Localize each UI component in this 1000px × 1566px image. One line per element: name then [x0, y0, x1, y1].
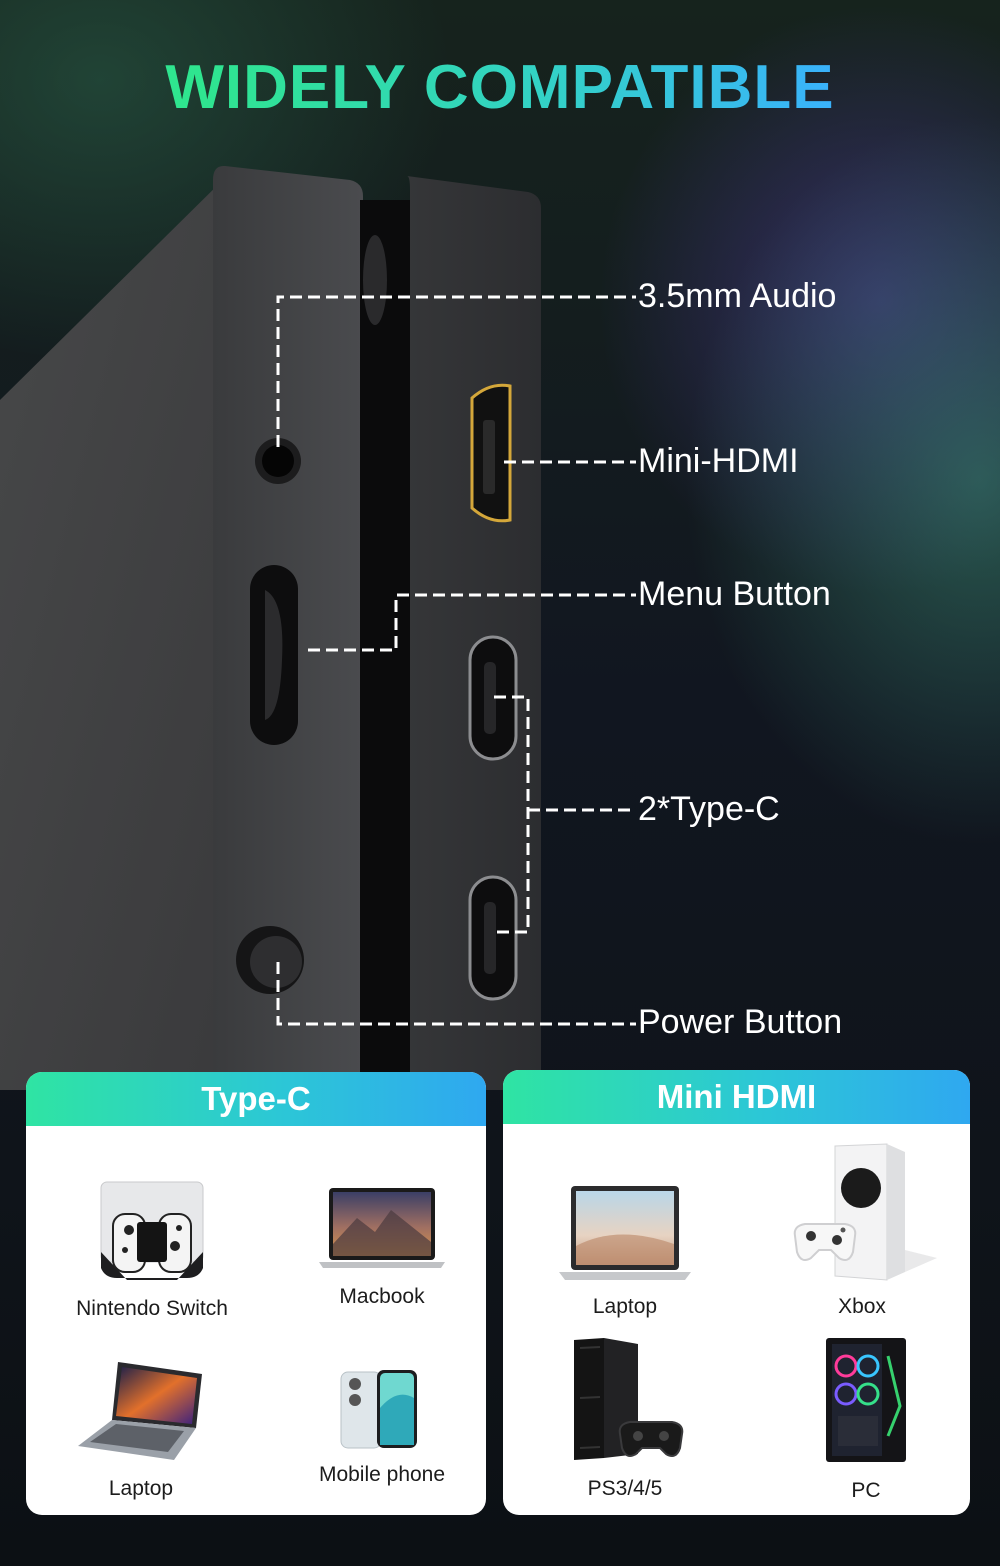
- port-label-type-c: 2*Type-C: [638, 790, 780, 828]
- device-name: Laptop: [108, 1477, 174, 1500]
- mini-hdmi-panel: Mini HDMI Laptop Xbox: [503, 1070, 970, 1515]
- device-name: PC: [851, 1479, 881, 1502]
- pc-tower-icon: [826, 1338, 906, 1462]
- device-name: PS3/4/5: [587, 1477, 663, 1500]
- port-label-menu-button: Menu Button: [638, 575, 831, 613]
- leader-lines: [276, 295, 636, 1026]
- xbox-icon: [793, 1143, 937, 1281]
- macbook-icon: [319, 1188, 445, 1268]
- port-label-mini-hdmi: Mini-HDMI: [638, 442, 799, 480]
- laptop-icon: [559, 1186, 691, 1280]
- leader-audio: [276, 295, 636, 447]
- device-name: Laptop: [592, 1295, 658, 1318]
- device-laptop-hdmi: Laptop: [515, 1184, 735, 1319]
- leader-menu: [308, 593, 636, 652]
- device-ps: PS3/4/5: [515, 1338, 735, 1501]
- device-laptop-typec: Laptop: [31, 1360, 251, 1501]
- monitor-back: [0, 168, 235, 1090]
- laptop-icon: [78, 1362, 202, 1460]
- device-pc: PC: [756, 1336, 970, 1503]
- power-button-shape: [236, 926, 304, 994]
- device-macbook: Macbook: [272, 1186, 486, 1309]
- device-name: Mobile phone: [318, 1463, 446, 1486]
- gap-shadow: [363, 235, 387, 325]
- port-label-audio: 3.5mm Audio: [638, 277, 837, 315]
- type-c-panel: Type-C Nintendo Switch Macbook: [26, 1072, 486, 1515]
- leader-typec: [494, 695, 636, 934]
- page-title: WIDELY COMPATIBLE: [0, 52, 1000, 123]
- port-label-power-button: Power Button: [638, 1003, 843, 1041]
- mini-hdmi-panel-header: Mini HDMI: [503, 1070, 970, 1124]
- type-c-panel-header: Type-C: [26, 1072, 486, 1126]
- type-c-port-2: [468, 875, 518, 1001]
- device-xbox: Xbox: [752, 1140, 970, 1319]
- device-mobile-phone: Mobile phone: [272, 1368, 486, 1487]
- audio-jack: [255, 438, 301, 484]
- device-name: Xbox: [838, 1295, 886, 1318]
- device-name: Macbook: [339, 1285, 425, 1308]
- switch-console-icon: [100, 1181, 204, 1280]
- monitor-side-illustration: [0, 165, 636, 1090]
- leader-power: [276, 962, 636, 1026]
- device-nintendo-switch: Nintendo Switch: [42, 1180, 262, 1321]
- ps-console-icon: [574, 1338, 684, 1460]
- mobile-phone-icon: [340, 1370, 417, 1449]
- menu-rocker: [250, 565, 298, 745]
- type-c-port-1: [468, 635, 518, 761]
- device-name: Nintendo Switch: [76, 1297, 228, 1320]
- mini-hdmi-port: [470, 383, 512, 523]
